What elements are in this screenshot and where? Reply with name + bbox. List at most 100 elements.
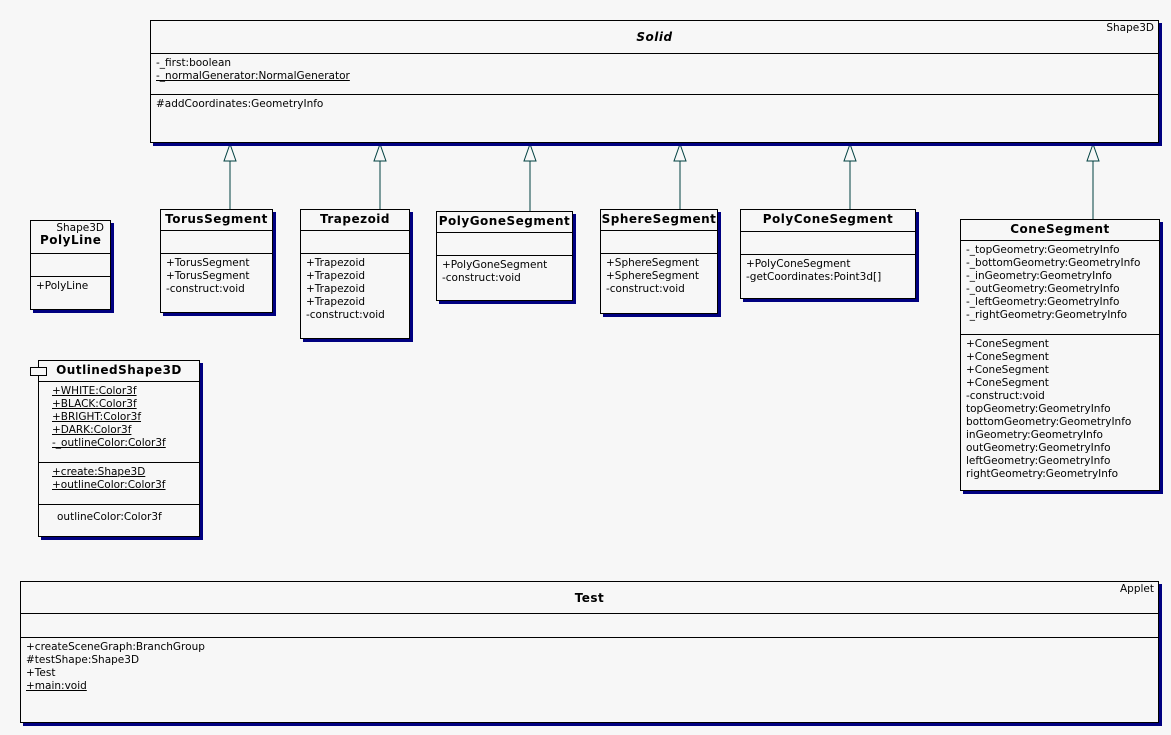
operation[interactable]: rightGeometry:GeometryInfo [966,468,1119,480]
operations-section: +SphereSegment+SphereSegment-construct:v… [601,254,717,299]
operation[interactable]: inGeometry:GeometryInfo [966,429,1103,441]
attribute[interactable]: -_normalGenerator:NormalGenerator [156,70,350,82]
operation[interactable]: +ConeSegment [966,364,1049,376]
class-cone-segment[interactable]: ConeSegment -_topGeometry:GeometryInfo-_b… [960,219,1160,491]
inheritance-arrowhead-icon [673,142,687,162]
operations-section: +TorusSegment+TorusSegment-construct:voi… [161,254,272,299]
class-name: Test [574,591,605,605]
inheritance-arrowhead-icon [223,142,237,162]
operation[interactable]: topGeometry:GeometryInfo [966,403,1111,415]
operation[interactable]: +createSceneGraph:BranchGroup [26,641,205,653]
attributes-section [21,614,1158,638]
operation[interactable]: +PolyConeSegment [746,258,851,270]
operation[interactable]: +Trapezoid [306,296,366,308]
property[interactable]: outlineColor:Color3f [57,511,162,523]
operation[interactable]: +outlineColor:Color3f [52,479,166,491]
operation[interactable]: -getCoordinates:Point3d[] [746,271,882,283]
operation[interactable]: +SphereSegment [606,257,700,269]
class-header: PolyConeSegment [741,210,915,232]
operation[interactable]: +PolyGoneSegment [442,259,548,271]
class-stereotype: Applet [1119,583,1154,595]
attributes-section: +WHITE:Color3f+BLACK:Color3f+BRIGHT:Colo… [39,382,199,463]
class-name: SphereSegment [601,212,717,226]
attribute[interactable]: -_first:boolean [156,57,232,69]
attribute[interactable]: -_outGeometry:GeometryInfo [966,283,1120,295]
operation[interactable]: +ConeSegment [966,338,1049,350]
operations-section: +ConeSegment+ConeSegment+ConeSegment+Con… [961,335,1159,484]
class-poly-gone-segment[interactable]: PolyGoneSegment +PolyGoneSegment-construc… [436,211,573,301]
inheritance-arrowhead-icon [843,142,857,162]
class-name: ConeSegment [1010,222,1110,236]
operation[interactable]: +TorusSegment [166,270,250,282]
attributes-section: -_first:boolean-_normalGenerator:NormalG… [151,54,1158,95]
attribute[interactable]: +BLACK:Color3f [52,398,137,410]
operation[interactable]: #addCoordinates:GeometryInfo [156,98,324,110]
class-poly-cone-segment[interactable]: PolyConeSegment +PolyConeSegment-getCoord… [740,209,916,299]
attributes-section [741,232,915,255]
operation[interactable]: +Test [26,667,56,679]
operations-section: +PolyGoneSegment-construct:void [437,256,572,288]
attributes-section [601,231,717,254]
class-header: ConeSegment [961,220,1159,241]
attribute[interactable]: -_rightGeometry:GeometryInfo [966,309,1128,321]
operation[interactable]: -construct:void [966,390,1045,402]
attribute[interactable]: -_topGeometry:GeometryInfo [966,244,1120,256]
operation[interactable]: +create:Shape3D [52,466,146,478]
attribute[interactable]: -_inGeometry:GeometryInfo [966,270,1112,282]
operation[interactable]: -construct:void [442,272,521,284]
class-header: SphereSegment [601,210,717,231]
class-name: TorusSegment [165,212,268,226]
operation[interactable]: +SphereSegment [606,270,700,282]
class-name: OutlinedShape3D [56,363,182,377]
attributes-section [31,254,110,277]
operation[interactable]: +TorusSegment [166,257,250,269]
operation[interactable]: bottomGeometry:GeometryInfo [966,416,1132,428]
operation[interactable]: -construct:void [306,309,385,321]
class-trapezoid[interactable]: Trapezoid+Trapezoid+Trapezoid+Trapezoid+… [300,209,410,339]
class-stereotype: Shape3D [1106,22,1154,34]
operation[interactable]: +Trapezoid [306,270,366,282]
operation[interactable]: +ConeSegment [966,377,1049,389]
operation[interactable]: +main:void [26,680,87,692]
operations-section: +createSceneGraph:BranchGroup#testShape:… [21,638,1158,696]
operations-section: +Trapezoid+Trapezoid+Trapezoid+Trapezoid… [301,254,409,325]
attribute[interactable]: +BRIGHT:Color3f [52,411,142,423]
class-header: PolyGoneSegment [437,212,572,233]
operations-section: +PolyLine [31,277,110,296]
class-name: PolyLine [40,233,102,247]
class-name: PolyConeSegment [762,212,894,226]
operation[interactable]: -construct:void [166,283,245,295]
operation[interactable]: -construct:void [606,283,685,295]
operation[interactable]: +Trapezoid [306,257,366,269]
operation[interactable]: +Trapezoid [306,283,366,295]
class-torus-segment[interactable]: TorusSegment+TorusSegment+TorusSegment-c… [160,209,273,313]
component-icon [30,367,47,376]
class-name: PolyGoneSegment [438,214,571,228]
operation[interactable]: leftGeometry:GeometryInfo [966,455,1111,467]
attribute[interactable]: -_bottomGeometry:GeometryInfo [966,257,1141,269]
operation[interactable]: #testShape:Shape3D [26,654,140,666]
attribute[interactable]: +DARK:Color3f [52,424,132,436]
class-header: TorusSegment [161,210,272,231]
class-header: Trapezoid [301,210,409,231]
inheritance-arrowhead-icon [373,142,387,162]
class-outlined-shape3d[interactable]: OutlinedShape3D +WHITE:Color3f+BLACK:Colo… [38,360,200,537]
operation[interactable]: +PolyLine [36,280,89,292]
operation[interactable]: outGeometry:GeometryInfo [966,442,1111,454]
class-header: OutlinedShape3D [39,361,199,382]
properties-section: outlineColor:Color3f [39,505,199,527]
attribute[interactable]: +WHITE:Color3f [52,385,137,397]
operations-section: +create:Shape3D+outlineColor:Color3f [39,463,199,505]
class-name: Trapezoid [319,212,391,226]
attribute[interactable]: -_outlineColor:Color3f [52,437,166,449]
attribute[interactable]: -_leftGeometry:GeometryInfo [966,296,1120,308]
operation[interactable]: +ConeSegment [966,351,1049,363]
class-sphere-segment[interactable]: SphereSegment +SphereSegment+SphereSegmen… [600,209,718,314]
